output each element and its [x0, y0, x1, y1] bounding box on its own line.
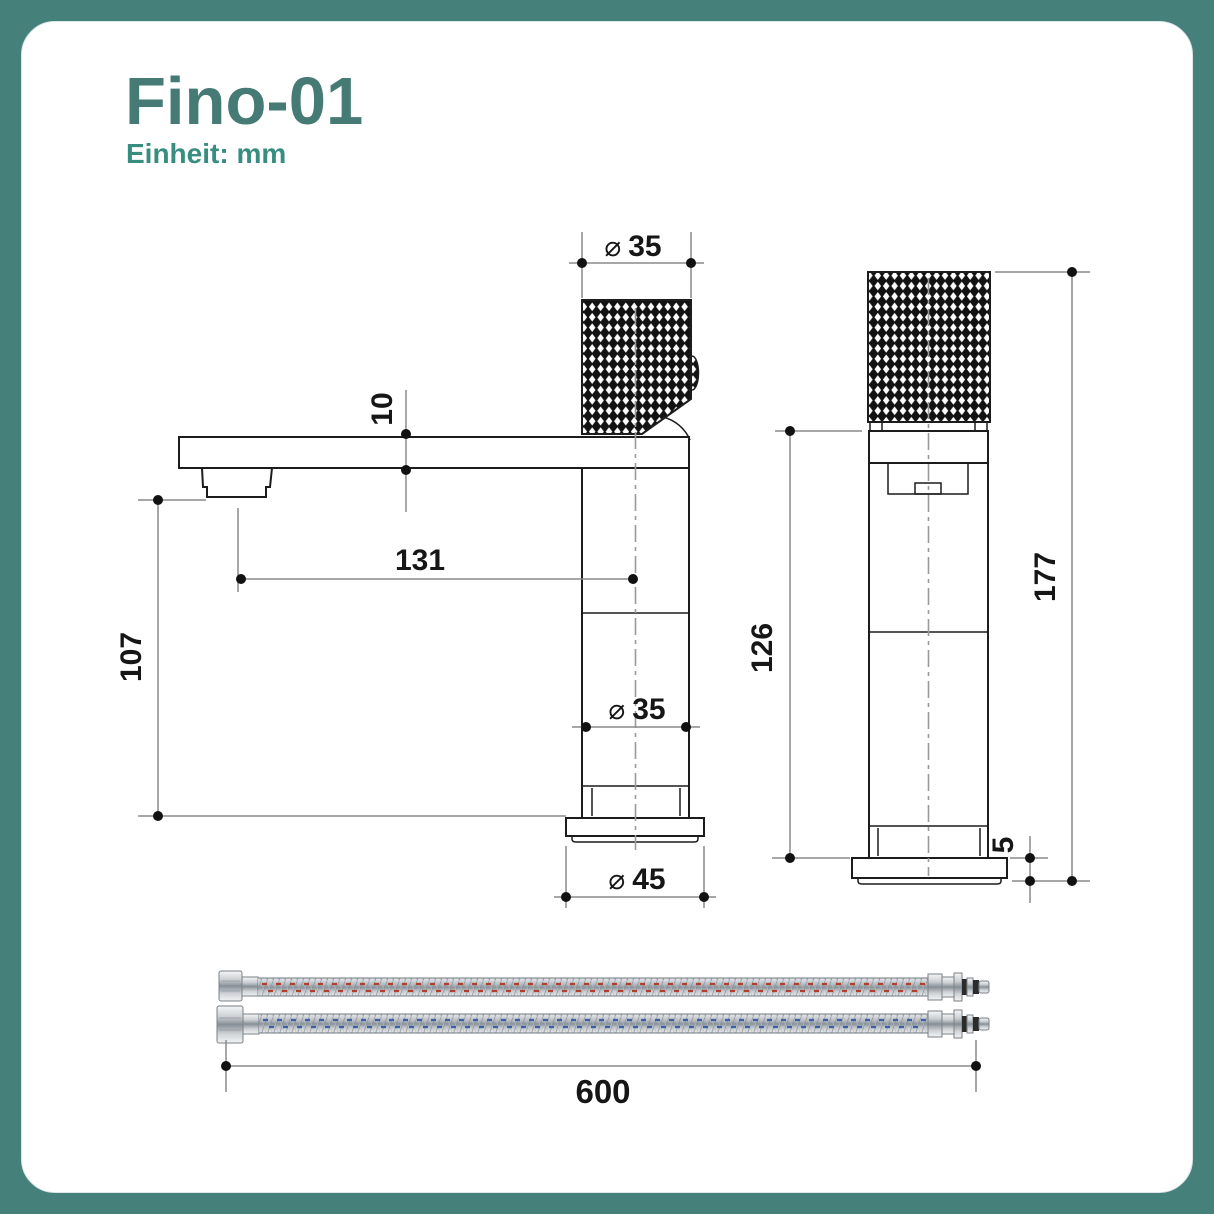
spout	[178, 436, 690, 498]
page-title: Fino-01	[125, 64, 364, 139]
hose-cold	[216, 1005, 990, 1044]
dim-base-thickness: 5	[987, 836, 1048, 903]
dim-text-body-diameter: ⌀35	[608, 693, 665, 726]
dim-text-spout-thickness: 10	[366, 392, 399, 425]
dim-spout-thickness: 10	[366, 390, 411, 512]
dim-text-body-height: 126	[746, 623, 779, 673]
handle-knob	[581, 299, 700, 441]
connector-tip	[927, 1009, 990, 1039]
dim-handle-diameter: ⌀35	[569, 230, 704, 298]
pivot-arc	[662, 416, 691, 441]
dim-spout-reach: 131	[236, 508, 638, 592]
dim-hose-length: 600	[221, 1040, 981, 1110]
front-view	[851, 271, 1008, 885]
hose-hot	[218, 970, 990, 1002]
dim-text-hose-length: 600	[575, 1073, 630, 1110]
dim-total-height: 177	[995, 267, 1090, 886]
nut-collar	[242, 1013, 260, 1035]
aerator-front	[914, 482, 942, 495]
dim-text-handle-diameter: ⌀35	[604, 230, 661, 263]
connector-tip	[927, 972, 990, 1002]
dim-spout-height: 107	[115, 495, 566, 821]
base-flange-front	[851, 857, 1008, 885]
dim-text-base-diameter: ⌀45	[608, 863, 665, 896]
dim-body-diameter: ⌀35	[572, 693, 700, 732]
dim-text-base-thickness: 5	[987, 837, 1020, 854]
nut-collar	[241, 976, 259, 997]
dim-body-height: 126	[746, 426, 862, 863]
dim-text-total-height: 177	[1029, 552, 1062, 602]
aerator	[200, 467, 274, 498]
dim-base-diameter: ⌀45	[554, 846, 716, 908]
dim-text-spout-reach: 131	[395, 544, 445, 577]
hex-nut	[216, 1005, 244, 1044]
unit-label: Einheit: mm	[126, 138, 287, 169]
hex-nut	[218, 970, 243, 1002]
dim-text-spout-height: 107	[115, 632, 148, 682]
side-view	[178, 299, 705, 850]
